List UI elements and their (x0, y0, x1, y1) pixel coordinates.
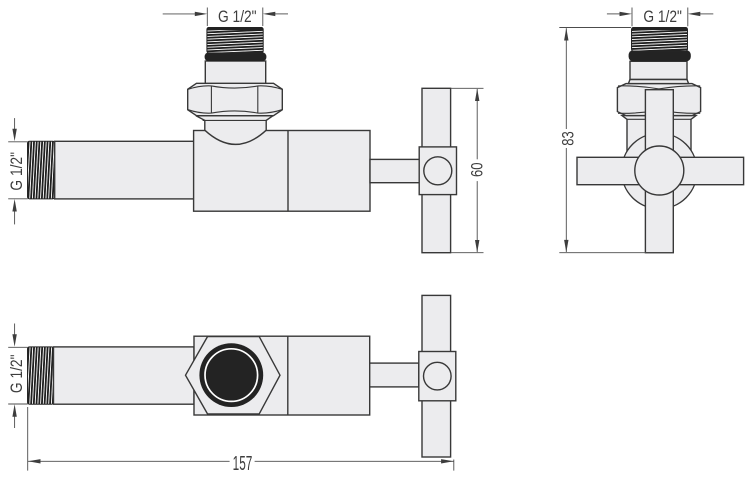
svg-text:G 1/2": G 1/2" (218, 8, 257, 26)
svg-text:G 1/2": G 1/2" (8, 152, 26, 191)
svg-text:G 1/2": G 1/2" (8, 355, 26, 394)
svg-text:60: 60 (469, 163, 487, 178)
svg-text:157: 157 (233, 453, 253, 475)
svg-text:83: 83 (560, 131, 578, 146)
svg-text:G 1/2": G 1/2" (643, 8, 682, 26)
